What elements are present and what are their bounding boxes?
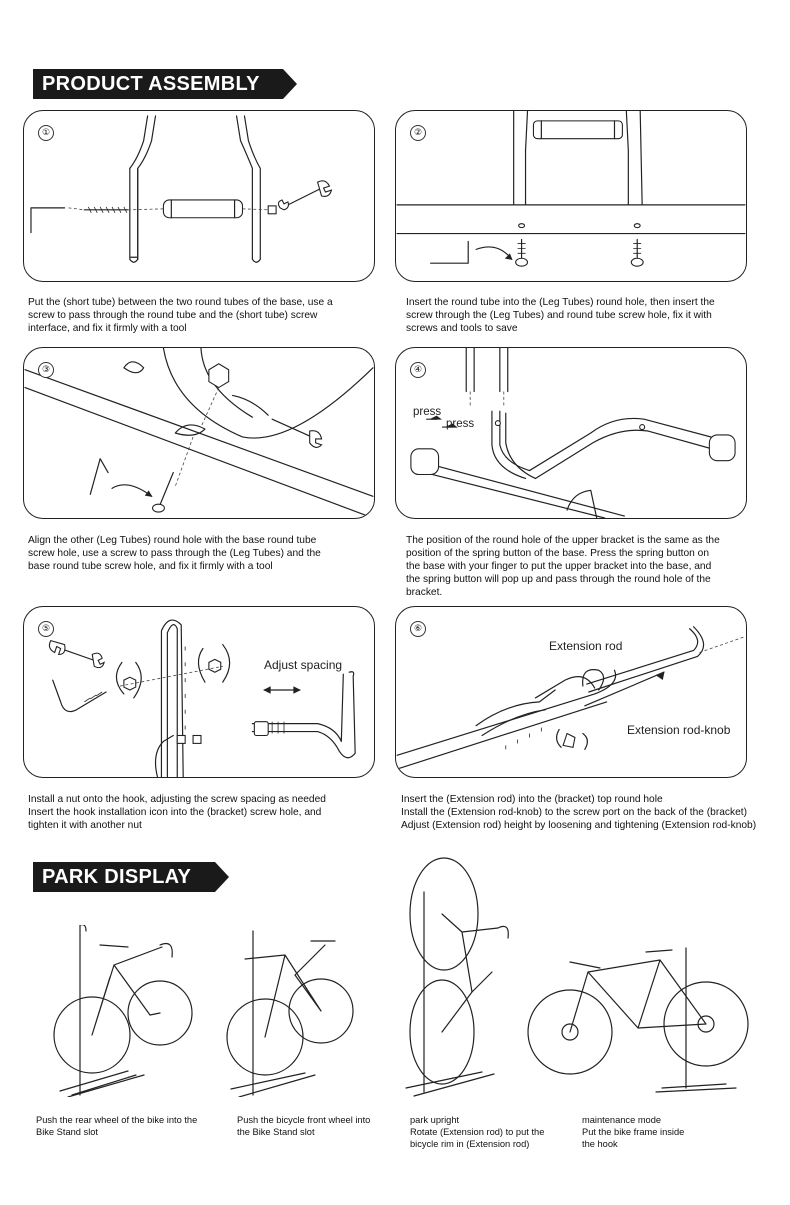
- extension-rod-knob-label: Extension rod-knob: [627, 723, 731, 737]
- park-2-caption-line: the Bike Stand slot: [237, 1127, 315, 1137]
- step-4-caption-line: position of the spring button of the bas…: [406, 548, 709, 559]
- step-1-caption: Put the (short tube) between the two rou…: [28, 296, 378, 335]
- step-2-caption-line: screws and tools to save: [406, 323, 518, 334]
- extension-rod-label: Extension rod: [549, 639, 623, 653]
- park-1-caption-line: Bike Stand slot: [36, 1127, 99, 1137]
- step-5-caption: Install a nut onto the hook, adjusting t…: [28, 793, 378, 832]
- park-3-caption-line: bicycle rim in (Extension rod): [410, 1139, 530, 1149]
- park-4-caption-line: Put the bike frame inside: [582, 1127, 685, 1137]
- step-6-number: ⑥: [410, 621, 426, 637]
- step-6-caption: Insert the (Extension rod) into the (bra…: [401, 793, 790, 832]
- product-assembly-title: PRODUCT ASSEMBLY: [42, 73, 260, 95]
- step-4-caption: The position of the round hole of the up…: [406, 534, 756, 599]
- step-1-caption-line: Put the (short tube) between the two rou…: [28, 297, 333, 308]
- park-2-caption: Push the bicycle front wheel into the Bi…: [237, 1114, 370, 1138]
- park-upright-illustration: [402, 852, 522, 1097]
- step-2-caption: Insert the round tube into the (Leg Tube…: [406, 296, 756, 335]
- adjust-spacing-label: Adjust spacing: [264, 658, 343, 672]
- step-6-caption-line: Adjust (Extension rod) height by looseni…: [401, 820, 757, 831]
- step-3-caption: Align the other (Leg Tubes) round hole w…: [28, 534, 378, 573]
- step-2-panel: ②: [395, 110, 747, 282]
- park-1-caption-line: Push the rear wheel of the bike into the: [36, 1115, 198, 1125]
- step-4-caption-line: The position of the round hole of the up…: [406, 535, 720, 546]
- step-5-number: ⑤: [38, 621, 54, 637]
- park-1-caption: Push the rear wheel of the bike into the…: [36, 1114, 197, 1138]
- park-rear-wheel-illustration: [50, 924, 210, 1098]
- step-4-caption-line: bracket.: [406, 587, 443, 598]
- park-3-caption: park upright Rotate (Extension rod) to p…: [410, 1114, 544, 1150]
- step-4-number: ④: [410, 362, 426, 378]
- step-3-illustration: [24, 348, 374, 518]
- step-5-caption-line: Install a nut onto the hook, adjusting t…: [28, 794, 326, 805]
- step-1-number: ①: [38, 125, 54, 141]
- step-4-panel: ④ press press: [395, 347, 747, 519]
- step-1-caption-line: screw to pass through the round tube and…: [28, 310, 318, 321]
- park-3-caption-line: Rotate (Extension rod) to put the: [410, 1127, 545, 1137]
- park-4-caption-line: maintenance mode: [582, 1115, 662, 1125]
- park-display-title: PARK DISPLAY: [42, 866, 192, 888]
- press-label: press: [446, 418, 475, 430]
- step-1-caption-line: interface, and fix it firmly with a tool: [28, 323, 187, 334]
- step-2-caption-line: screw through the (Leg Tubes) and round …: [406, 310, 712, 321]
- step-3-caption-line: screw hole, use a screw to pass through …: [28, 548, 321, 559]
- step-1-illustration: [30, 115, 333, 263]
- park-3-caption-line: park upright: [410, 1115, 460, 1125]
- step-2-caption-line: Insert the round tube into the (Leg Tube…: [406, 297, 715, 308]
- press-label: press: [413, 406, 442, 418]
- park-display-banner: PARK DISPLAY: [33, 862, 229, 892]
- step-5-caption-line: Insert the hook installation icon into t…: [28, 807, 322, 818]
- step-2-illustration: [396, 111, 746, 267]
- step-2-number: ②: [410, 125, 426, 141]
- step-5-caption-line: tighten it with another nut: [28, 820, 142, 831]
- step-4-caption-line: the base with your finger to put the upp…: [406, 561, 712, 572]
- step-6-panel: ⑥ Extension rod Extension rod-knob: [395, 606, 747, 778]
- park-4-caption: maintenance mode Put the bike frame insi…: [582, 1114, 684, 1150]
- step-3-number: ③: [38, 362, 54, 378]
- step-6-illustration: [396, 626, 746, 770]
- step-6-caption-line: Insert the (Extension rod) into the (bra…: [401, 794, 663, 805]
- step-3-caption-line: base round tube screw hole, and fix it f…: [28, 561, 273, 572]
- step-4-illustration: [410, 348, 736, 518]
- step-5-illustration: [48, 619, 356, 777]
- park-4-caption-line: the hook: [582, 1139, 618, 1149]
- park-maintenance-illustration: [526, 938, 756, 1098]
- park-front-wheel-illustration: [225, 925, 385, 1098]
- step-1-panel: ①: [23, 110, 375, 282]
- step-3-panel: ③: [23, 347, 375, 519]
- park-2-caption-line: Push the bicycle front wheel into: [237, 1115, 371, 1125]
- step-5-panel: ⑤ Adjust spacing: [23, 606, 375, 778]
- step-4-caption-line: the spring button will pop up and pass t…: [406, 574, 711, 585]
- product-assembly-banner: PRODUCT ASSEMBLY: [33, 69, 297, 99]
- step-6-caption-line: Install the (Extension rod-knob) to the …: [401, 807, 747, 818]
- step-3-caption-line: Align the other (Leg Tubes) round hole w…: [28, 535, 317, 546]
